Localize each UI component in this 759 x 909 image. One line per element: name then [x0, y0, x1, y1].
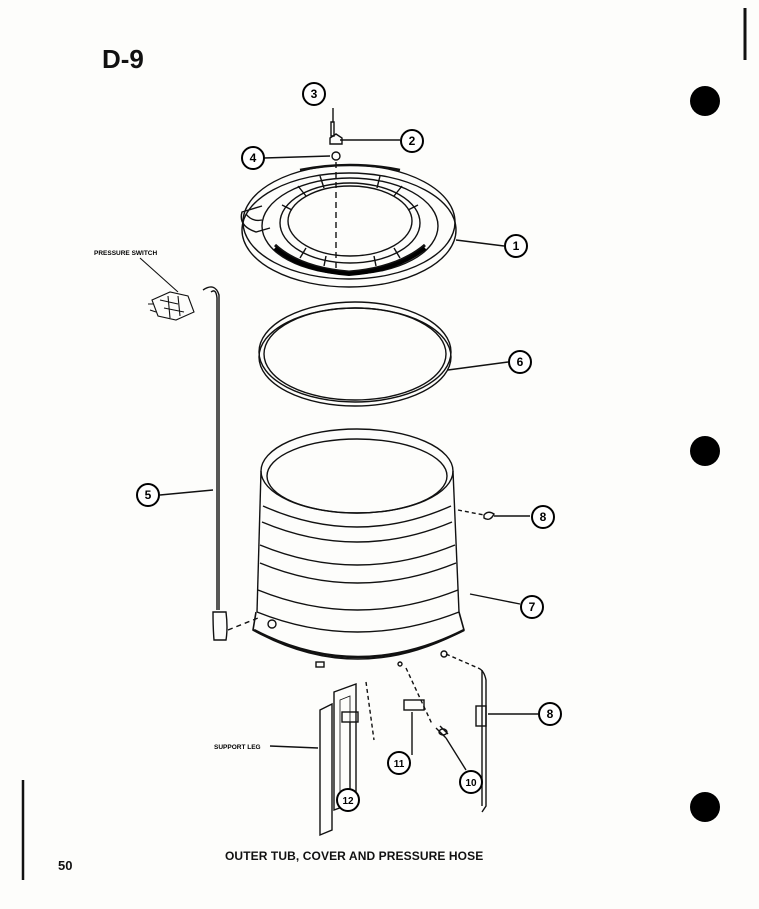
callout-1	[504, 234, 528, 258]
outer-tub-cover	[240, 163, 457, 288]
callout-4-text: 4	[250, 151, 257, 165]
outer-tub	[252, 428, 465, 668]
callout-7-text: 7	[529, 600, 536, 614]
callout-5-text: 5	[145, 488, 152, 502]
callout-12	[336, 788, 360, 812]
tub-seal-ring	[258, 301, 452, 407]
callout-12-text: 12	[342, 796, 354, 807]
callout-6-text: 6	[517, 355, 524, 369]
drain-bracket	[445, 653, 538, 813]
binder-hole-bottom	[690, 792, 720, 822]
callout-8-top-text: 8	[540, 510, 547, 524]
callout-2	[400, 129, 424, 153]
callout-3-text: 3	[311, 87, 318, 101]
callout-10-text: 10	[465, 778, 477, 789]
pressure-switch	[139, 257, 195, 321]
pressure-switch-label: PRESSURE SWITCH	[94, 250, 158, 257]
bolt-and-plate	[403, 667, 467, 771]
callout-10	[459, 770, 483, 794]
page-number: 50	[58, 858, 73, 873]
callout-2-text: 2	[409, 134, 416, 148]
callout-8-top	[531, 505, 555, 529]
callout-4	[241, 146, 265, 170]
callout-7	[520, 595, 544, 619]
hose-clamp	[457, 509, 530, 521]
screw-clip-grommet	[263, 108, 400, 270]
pressure-hose	[202, 286, 259, 641]
support-leg	[269, 681, 375, 837]
callout-1-text: 1	[513, 239, 520, 253]
callout-11-text: 11	[394, 759, 405, 770]
callout-8-bottom-text: 8	[547, 707, 554, 721]
callout-11	[387, 751, 411, 775]
callout-8-bottom	[538, 702, 562, 726]
binder-hole-top	[690, 86, 720, 116]
callout-6	[508, 350, 532, 374]
support-leg-label: SUPPORT LEG	[214, 744, 261, 751]
callout-5	[136, 483, 160, 507]
binder-hole-middle	[690, 436, 720, 466]
figure-caption: OUTER TUB, COVER AND PRESSURE HOSE	[225, 849, 484, 863]
callout-3	[302, 82, 326, 106]
page-label: D-9	[102, 44, 144, 74]
